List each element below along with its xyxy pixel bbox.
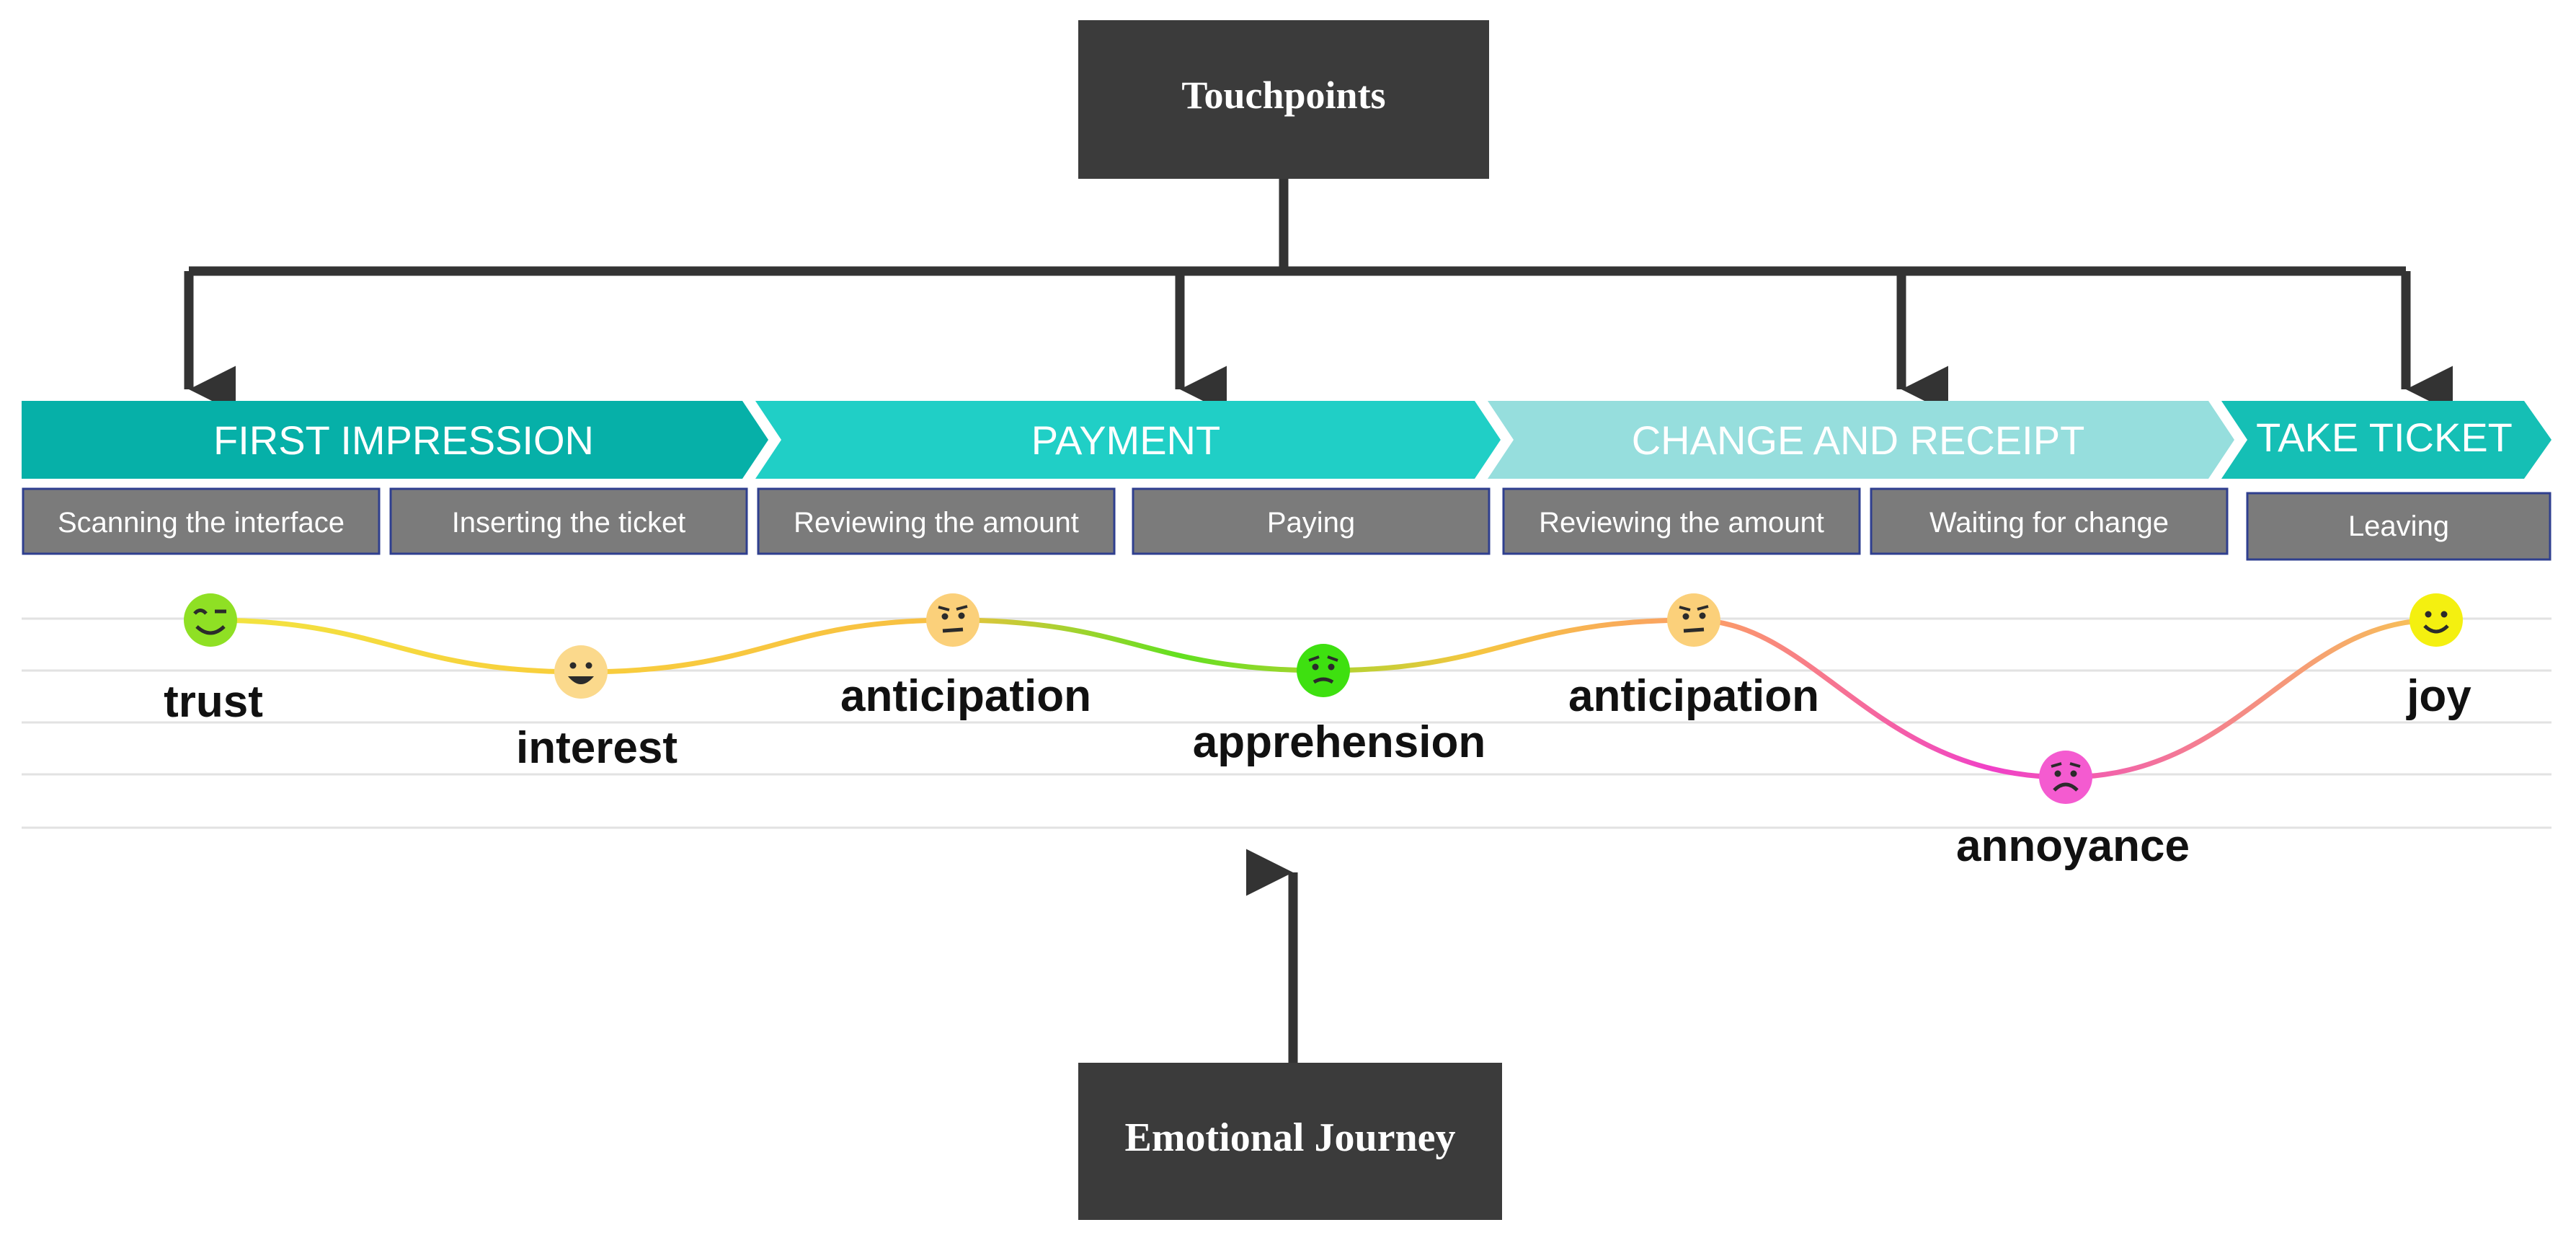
stage-label: FIRST IMPRESSION: [213, 417, 594, 463]
emotion-label: interest: [516, 723, 678, 773]
skeptical-face-icon: [1667, 593, 1720, 647]
sad-face-icon: [2039, 751, 2092, 804]
smile-face-icon: [2410, 593, 2463, 647]
touchpoints-title: Touchpoints: [1181, 74, 1385, 117]
step-label: Waiting for change: [1929, 507, 2169, 539]
stage-label: CHANGE AND RECEIPT: [1632, 417, 2085, 463]
step-row: Scanning the interface Inserting the tic…: [22, 487, 2551, 561]
touchpoints-box: [1078, 20, 1489, 179]
grin-face-icon: [554, 645, 608, 699]
emotion-label: anticipation: [840, 671, 1091, 721]
emotional-journey-box: [1078, 1063, 1502, 1220]
step-label: Leaving: [2348, 510, 2449, 542]
stage-chevron: [2221, 401, 2551, 479]
skeptical-face-icon: [926, 593, 980, 647]
step-label: Reviewing the amount: [794, 507, 1079, 539]
step-label: Scanning the interface: [58, 507, 345, 539]
stage-label: PAYMENT: [1031, 417, 1220, 463]
emotional-journey-title: Emotional Journey: [1125, 1115, 1456, 1160]
stage-chevron: [22, 401, 768, 479]
step-box: [22, 487, 381, 555]
emotion-label: apprehension: [1193, 717, 1486, 767]
touchpoint-connectors: [184, 179, 2453, 413]
step-box: [1870, 487, 2229, 555]
step-box: [389, 487, 748, 555]
step-box: [2246, 492, 2551, 561]
step-box: [1502, 487, 1861, 555]
stage-chevron: [755, 401, 1501, 479]
step-box: [1132, 487, 1491, 555]
wink-face-icon: [184, 593, 237, 647]
emotion-label: anticipation: [1568, 671, 1819, 721]
emotion-label: annoyance: [1956, 821, 2190, 871]
emotion-markers: trust interest anticipation: [164, 593, 2471, 871]
emotion-label: joy: [2406, 671, 2471, 721]
step-label: Reviewing the amount: [1539, 507, 1824, 539]
step-label: Paying: [1267, 507, 1355, 539]
step-label: Inserting the ticket: [452, 507, 686, 539]
emotion-label: trust: [164, 677, 263, 727]
stage-band: FIRST IMPRESSION PAYMENT CHANGE AND RECE…: [22, 401, 2551, 479]
step-box: [757, 487, 1116, 555]
stage-label: TAKE TICKET: [2256, 415, 2513, 460]
stage-chevron: [1488, 401, 2234, 479]
worried-face-icon: [1297, 644, 1350, 697]
